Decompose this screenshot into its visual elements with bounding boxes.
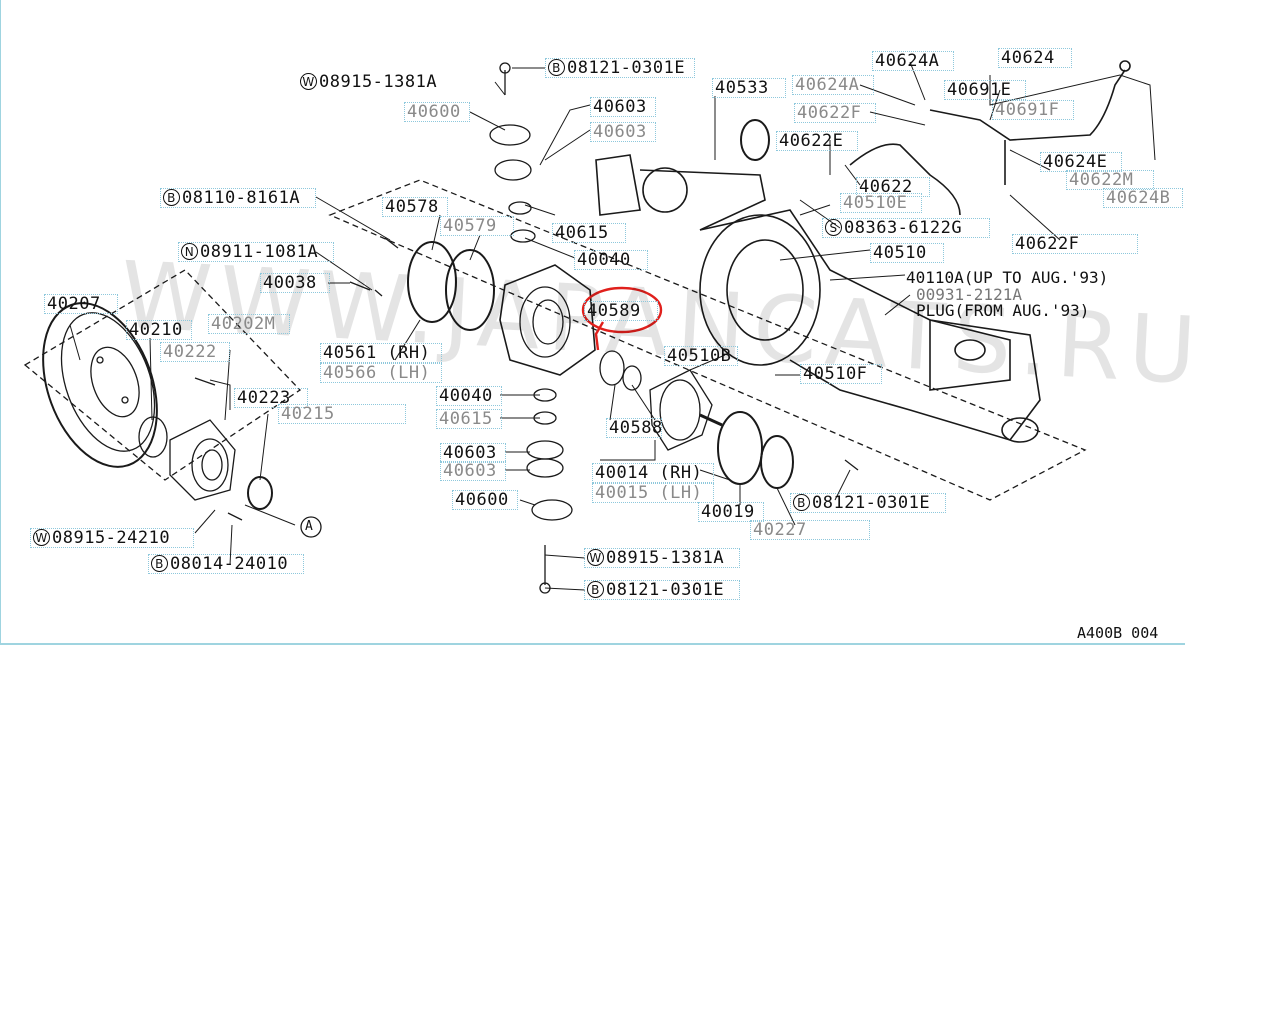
part-label-40622E[interactable]: 40622E: [776, 131, 858, 151]
part-label-40603-d[interactable]: 40603: [440, 461, 506, 481]
highlight-ring: [581, 286, 663, 334]
part-label-40624A-b[interactable]: 40624A: [792, 75, 874, 95]
part-label-40040-bottom[interactable]: 40040: [436, 386, 502, 406]
part-label-40622F-top[interactable]: 40622F: [794, 103, 876, 123]
part-label-40510B[interactable]: 40510B: [664, 346, 738, 366]
part-label-40040-top[interactable]: 40040: [574, 250, 648, 270]
differential-housing: [595, 154, 1041, 443]
diagram-code: A400B 004: [1077, 624, 1159, 642]
reference-A-circle: [300, 516, 322, 538]
note-plug-code: 00931-2121A: [916, 285, 1022, 304]
part-label-40510[interactable]: 40510: [870, 243, 944, 263]
part-label-40561-rh[interactable]: 40561 (RH): [320, 343, 442, 363]
part-label-40215[interactable]: 40215: [278, 404, 406, 424]
bolt-08110: [384, 237, 399, 249]
reference-A-label: A: [305, 519, 314, 534]
drive-shaft: [649, 369, 723, 451]
seal-40578: [407, 241, 457, 323]
knuckle-group-frame: [23, 269, 302, 481]
bolt-badge: B: [151, 555, 168, 572]
exploded-axle-drawing: [23, 60, 1156, 594]
breather-tube: [849, 60, 1131, 216]
part-label-40622M[interactable]: 40622M: [1066, 170, 1154, 190]
lower-kingpin-parts: [526, 388, 573, 594]
bolt-08911: [374, 289, 383, 297]
bolt-badge: B: [163, 189, 180, 206]
part-label-40589[interactable]: 40589: [584, 301, 658, 321]
diagram-frame: [0, 0, 1185, 645]
part-label-40038[interactable]: 40038: [260, 273, 330, 293]
part-label-40019[interactable]: 40019: [698, 502, 764, 522]
part-label-40579[interactable]: 40579: [440, 216, 514, 236]
bolt-badge: B: [548, 59, 565, 76]
seal-40019: [717, 411, 763, 485]
part-label-40622[interactable]: 40622: [856, 177, 930, 197]
part-label-40622F-bottom[interactable]: 40622F: [1012, 234, 1138, 254]
bolt-40038: [349, 281, 371, 291]
part-label-40600-bottom[interactable]: 40600: [452, 490, 518, 510]
part-label-40691F[interactable]: 40691F: [992, 100, 1074, 120]
bolt-badge: B: [793, 494, 810, 511]
part-label-40615-bottom[interactable]: 40615: [436, 409, 502, 429]
upper-kingpin-parts: [489, 62, 536, 243]
part-label-40624B[interactable]: 40624B: [1103, 188, 1183, 208]
part-label-40566-lh[interactable]: 40566 (LH): [320, 363, 442, 383]
part-label-40202M[interactable]: 40202M: [208, 314, 290, 334]
part-label-40603-b[interactable]: 40603: [590, 122, 656, 142]
bolt-40222: [194, 377, 216, 386]
bearing-40588-b: [622, 365, 642, 391]
part-label-40588[interactable]: 40588: [606, 418, 662, 438]
bolt-08121-mid: [844, 459, 859, 471]
part-label-40510E[interactable]: 40510E: [840, 193, 922, 213]
bearing-40215: [247, 476, 273, 510]
bolt-08014: [227, 512, 243, 521]
highlight-pointer: [594, 321, 605, 351]
part-label-40210[interactable]: 40210: [126, 320, 192, 340]
washer-badge: W: [33, 529, 50, 546]
part-label-40015-lh[interactable]: 40015 (LH): [592, 483, 714, 503]
part-label-40615-top[interactable]: 40615: [552, 223, 626, 243]
part-label-40691E[interactable]: 40691E: [944, 80, 1026, 100]
axle-group-frame: [328, 179, 1087, 501]
part-label-40014-rh[interactable]: 40014 (RH): [592, 463, 714, 483]
part-label-40223[interactable]: 40223: [234, 388, 308, 408]
bolt-badge: B: [587, 581, 604, 598]
part-label-40222[interactable]: 40222: [160, 342, 230, 362]
note-up-to-aug-93: 40110A(UP TO AUG.'93): [906, 268, 1109, 287]
part-label-40624[interactable]: 40624: [998, 48, 1072, 68]
part-label-40603-a[interactable]: 40603: [590, 97, 656, 117]
part-label-40533[interactable]: 40533: [712, 78, 786, 98]
part-label-40600-top[interactable]: 40600: [404, 102, 470, 122]
note-plug-from-aug-93: PLUG(FROM AUG.'93): [916, 301, 1090, 320]
washer-badge: W: [587, 549, 604, 566]
brake-disc: [42, 302, 158, 468]
seal-40227: [760, 435, 794, 489]
seal-40210: [138, 416, 168, 458]
seal-40533: [740, 119, 770, 161]
part-label-40624E[interactable]: 40624E: [1040, 152, 1122, 172]
nut-badge: N: [181, 243, 198, 260]
part-label-40624A-a[interactable]: 40624A: [872, 51, 954, 71]
seal-40579: [445, 249, 495, 331]
part-label-40578[interactable]: 40578: [382, 197, 448, 217]
part-label-40227[interactable]: 40227: [750, 520, 870, 540]
spring-badge: S: [825, 219, 842, 236]
knuckle: [499, 264, 596, 376]
bearing-40588-a: [599, 350, 625, 386]
part-label-40510F[interactable]: 40510F: [800, 364, 882, 384]
part-label-40603-c[interactable]: 40603: [440, 443, 506, 463]
washer-badge: W: [300, 73, 317, 90]
part-label-40207[interactable]: 40207: [44, 294, 118, 314]
hub: [169, 419, 236, 501]
